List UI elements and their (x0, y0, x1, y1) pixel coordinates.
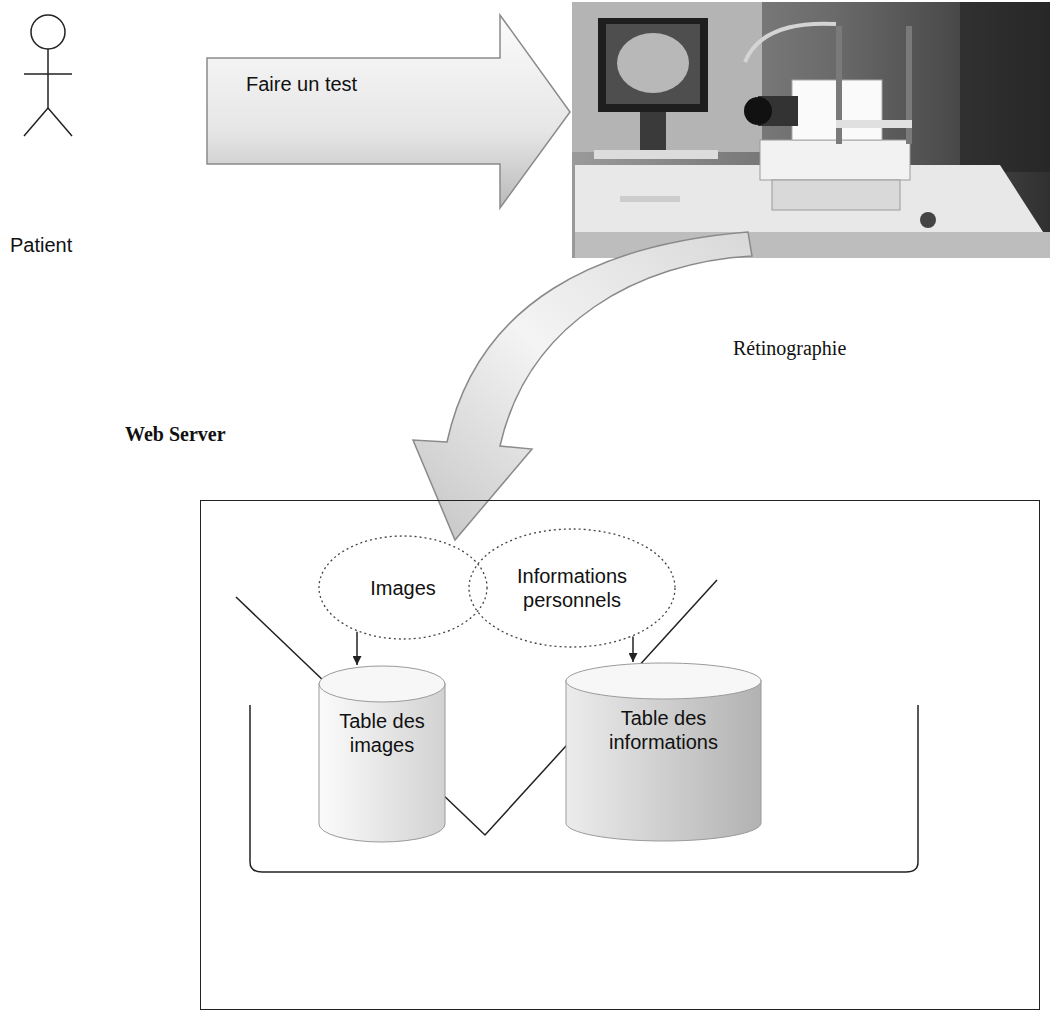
data-ellipse: Informations personnels (468, 528, 676, 648)
diagram-label: Rétinographie (733, 336, 846, 360)
cable (620, 196, 680, 202)
cylinder-body (319, 683, 445, 842)
lens-front (744, 97, 772, 125)
database-cylinder: Table des images (318, 665, 446, 843)
chin-rest (836, 120, 912, 128)
figure-leg (48, 108, 72, 136)
node-label: Table des images (326, 709, 438, 757)
database-cylinder: Table des informations (565, 662, 762, 842)
photo-wall (572, 2, 762, 152)
server-heading: Web Server (125, 422, 226, 446)
retinograph-photo (572, 2, 1050, 258)
cylinder-body (566, 680, 761, 841)
patient-figure (24, 15, 72, 136)
flow-arrow (632, 637, 634, 662)
server-frame: Web ServerImages Informations personnelsT… (115, 415, 1042, 1012)
node-label: Table des informations (573, 706, 754, 754)
monitor-frame (598, 18, 708, 112)
figure-body (47, 49, 49, 108)
machine-knob (920, 212, 936, 228)
photo-shadow (960, 2, 1050, 172)
data-ellipse: Images (318, 535, 488, 640)
curved-arrow (413, 232, 752, 540)
dotted-ellipse (469, 529, 675, 647)
figure-head (31, 15, 65, 49)
node-label: Images (332, 576, 474, 600)
flow-arrow (356, 632, 358, 665)
figure-arms (24, 73, 72, 75)
node-label: Informations personnels (482, 564, 662, 612)
monitor-stand (640, 112, 666, 152)
cylinder-top (319, 666, 445, 702)
monitor-screen (606, 24, 700, 104)
photo-background (572, 2, 1050, 258)
block-arrow (207, 15, 570, 208)
machine-base (760, 140, 910, 180)
machine-stage (772, 180, 900, 210)
headrest-arc (745, 24, 836, 62)
ellipse-outline (468, 528, 676, 648)
monitor-image (617, 33, 689, 93)
cylinder-top (566, 663, 761, 699)
diagram-label: Patient (10, 233, 72, 257)
keyboard (594, 150, 718, 159)
dotted-ellipse (319, 536, 487, 639)
diagram-label: Faire un test (246, 72, 357, 96)
figure-leg (24, 108, 48, 136)
